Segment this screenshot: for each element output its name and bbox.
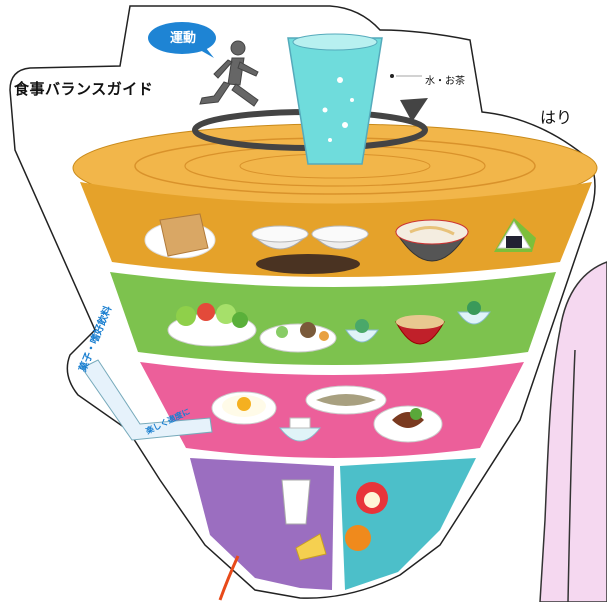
small-bowl-icon	[345, 319, 379, 343]
noodle-bowl-icon	[395, 219, 469, 262]
grilled-fish-icon	[305, 385, 387, 415]
apple-icon	[356, 482, 388, 514]
exercise-label: 運動	[169, 31, 196, 46]
water-glass-icon	[287, 33, 383, 165]
pen-stroke	[218, 555, 240, 601]
exercise-bubble	[148, 22, 216, 54]
running-person-icon	[199, 40, 259, 107]
tofu-bowl-icon	[278, 417, 322, 442]
character-arm-line	[567, 349, 576, 602]
character-figure	[539, 261, 607, 602]
rice-bowl-icon	[250, 225, 370, 274]
miso-soup-icon	[395, 315, 445, 345]
orange-icon	[345, 525, 371, 551]
spin-arrow-head	[400, 98, 428, 122]
water-label: 水・お茶	[425, 76, 465, 87]
salad-icon	[167, 303, 257, 347]
meat-dish-icon	[373, 405, 443, 443]
side-bowl-icon	[457, 301, 491, 325]
diagram-title: 食事バランスガイド	[14, 80, 154, 98]
vegetable-dish-icon	[259, 322, 337, 353]
band-milk	[190, 458, 334, 590]
fried-egg-icon	[211, 391, 277, 425]
snack-ribbon	[81, 359, 213, 441]
cheese-icon	[295, 533, 327, 561]
milk-glass-icon	[281, 479, 311, 525]
onigiri-icon	[494, 218, 536, 252]
band-fruit	[340, 458, 476, 590]
bread-icon	[144, 213, 216, 259]
corner-text: はり	[540, 108, 573, 127]
